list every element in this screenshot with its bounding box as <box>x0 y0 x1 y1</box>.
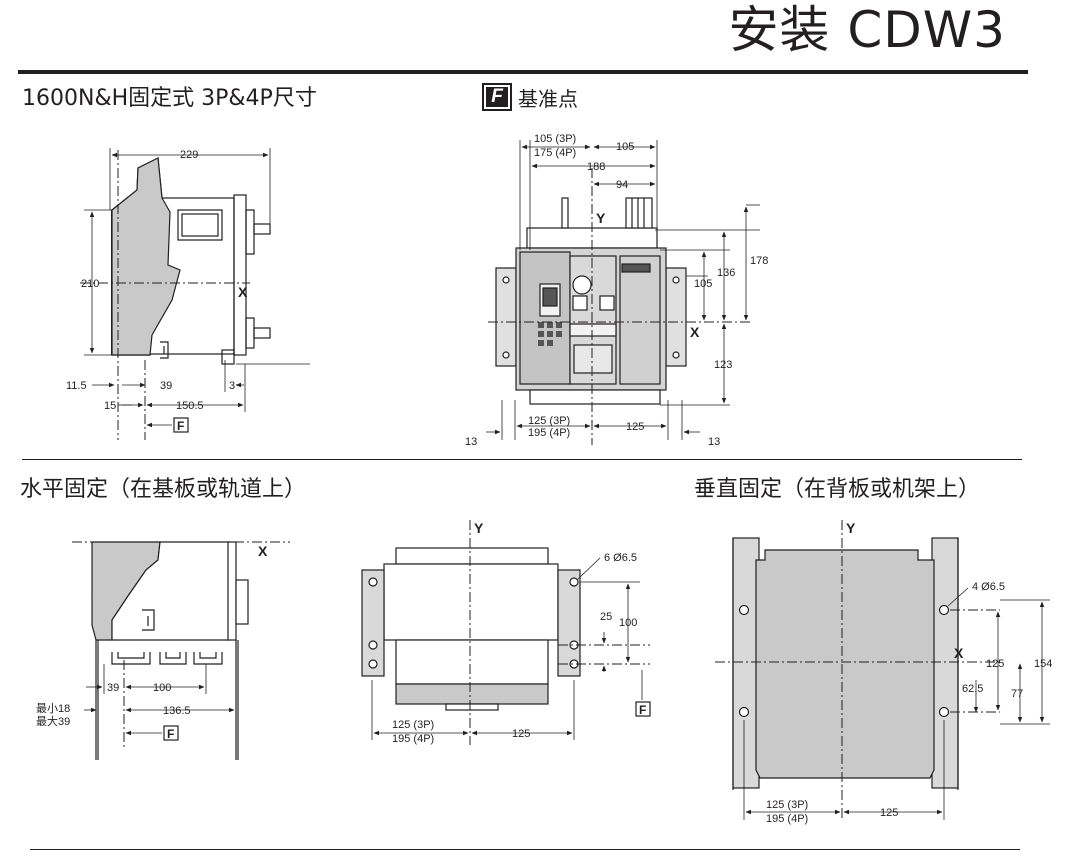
reference-point-label: 基准点 <box>518 86 578 111</box>
dim-175-4p: 175 (4P) <box>534 147 576 159</box>
dim-v-125: 125 <box>880 807 898 819</box>
dim-125-front: 125 <box>626 421 644 433</box>
dim-p-125-3p: 125 (3P) <box>392 719 434 731</box>
dim-v-125-3p: 125 (3P) <box>766 799 808 811</box>
vertical-mount-view <box>732 537 959 790</box>
dim-max-39: 最大39 <box>36 714 70 728</box>
dim-13-left: 13 <box>465 436 477 448</box>
reference-point-icon: F <box>482 83 512 111</box>
dimensions-heading: 1600N&H固定式 3P&4P尺寸 <box>22 86 317 111</box>
dim-15: 15 <box>104 400 116 412</box>
front-y-axis-label: Y <box>596 210 606 226</box>
dim-105-top: 105 <box>616 141 634 153</box>
dim-3: 3 <box>229 380 235 392</box>
dim-11-5: 11.5 <box>66 380 87 392</box>
reference-legend: F 基准点 <box>482 82 578 112</box>
dim-p-195-4p: 195 (4P) <box>392 733 434 745</box>
dim-v-125: 125 <box>986 658 1004 670</box>
plate-y-axis-label: Y <box>474 520 484 536</box>
ref-f-side-label: F <box>177 419 184 433</box>
dim-188: 188 <box>587 161 605 173</box>
ref-f-plate-label: F <box>639 703 646 717</box>
dim-h-39: 39 <box>107 682 119 694</box>
horizontal-side-view <box>91 541 249 760</box>
dim-94: 94 <box>616 179 628 191</box>
horizontal-plate-view <box>361 547 581 711</box>
bottom-divider <box>30 849 1020 850</box>
front-view-centerlines <box>488 168 750 445</box>
dim-v-62-5: 62.5 <box>962 683 983 695</box>
dim-229: 229 <box>180 149 198 161</box>
ref-f-icon-horiz <box>163 725 179 741</box>
dim-105-3p: 105 (3P) <box>534 133 576 145</box>
ref-f-icon-plate <box>635 701 651 717</box>
title-rule <box>18 70 1028 74</box>
dim-210: 210 <box>81 278 99 290</box>
dim-136: 136 <box>717 267 735 279</box>
dim-p-25: 25 <box>600 611 612 623</box>
dim-105-side: 105 <box>694 278 712 290</box>
dim-v-195-4p: 195 (4P) <box>766 813 808 825</box>
dim-178: 178 <box>750 255 768 267</box>
dim-p-100: 100 <box>619 617 637 629</box>
front-keypad <box>538 322 562 346</box>
vert-x-axis-label: X <box>954 645 964 661</box>
front-view <box>495 197 687 405</box>
dim-6-holes: 6 Ø6.5 <box>604 552 637 564</box>
ref-f-horiz-label: F <box>167 727 174 741</box>
dim-v-77: 77 <box>1011 688 1023 700</box>
side-view <box>111 157 310 365</box>
section-divider <box>22 459 1022 460</box>
dim-h-136-5: 136.5 <box>163 705 191 717</box>
dim-min-18: 最小18 <box>36 702 70 715</box>
page-title: 安装 CDW3 <box>728 1 1006 59</box>
dim-13-right: 13 <box>708 436 720 448</box>
horizontal-x-axis-label: X <box>258 543 268 559</box>
dim-39: 39 <box>160 380 172 392</box>
dim-4-holes: 4 Ø6.5 <box>972 581 1005 593</box>
vertical-mount-heading: 垂直固定（在背板或机架上） <box>694 477 981 502</box>
dim-v-154: 154 <box>1034 658 1052 670</box>
dim-125-3p-front: 125 (3P) <box>528 415 570 427</box>
side-view-centerline <box>80 150 250 440</box>
ref-f-icon-side <box>173 417 189 433</box>
dim-195-4p-front: 195 (4P) <box>528 427 570 439</box>
horizontal-mount-heading: 水平固定（在基板或轨道上） <box>20 477 307 502</box>
dim-150-5: 150.5 <box>176 400 204 412</box>
dim-123: 123 <box>714 359 732 371</box>
vert-y-axis-label: Y <box>846 520 856 536</box>
dim-h-100: 100 <box>153 682 171 694</box>
side-x-axis-label: X <box>238 284 248 300</box>
front-x-axis-label: X <box>690 324 700 340</box>
dim-p-125: 125 <box>512 728 530 740</box>
